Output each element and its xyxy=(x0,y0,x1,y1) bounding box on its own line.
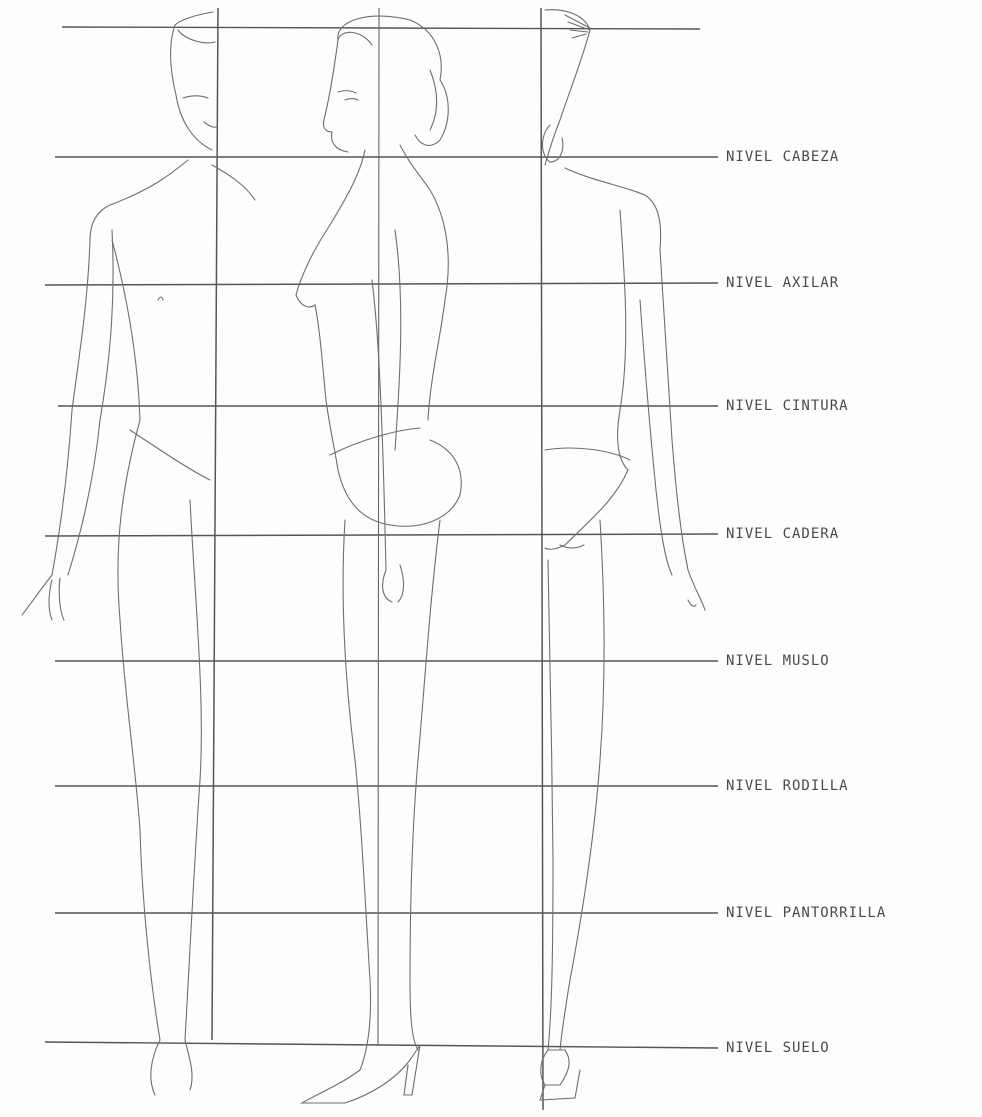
vertical-line-side xyxy=(378,8,379,1045)
level-label-muslo: NIVEL MUSLO xyxy=(726,654,830,668)
level-label-cabeza: NIVEL CABEZA xyxy=(726,150,839,164)
vertical-line-front xyxy=(212,8,218,1040)
level-line-cadera xyxy=(45,534,718,536)
level-line-suelo xyxy=(45,1042,718,1048)
level-label-cadera: NIVEL CADERA xyxy=(726,527,839,541)
level-line-axilar xyxy=(45,283,718,285)
level-label-pantorrilla: NIVEL PANTORRILLA xyxy=(726,906,886,920)
back-view-figure xyxy=(540,10,705,1100)
front-view-figure xyxy=(22,12,255,1095)
top-line xyxy=(62,27,700,29)
level-label-rodilla: NIVEL RODILLA xyxy=(726,779,849,793)
level-label-cintura: NIVEL CINTURA xyxy=(726,399,849,413)
vertical-line-back xyxy=(541,8,543,1110)
level-label-suelo: NIVEL SUELO xyxy=(726,1041,830,1055)
level-label-axilar: NIVEL AXILAR xyxy=(726,276,839,290)
